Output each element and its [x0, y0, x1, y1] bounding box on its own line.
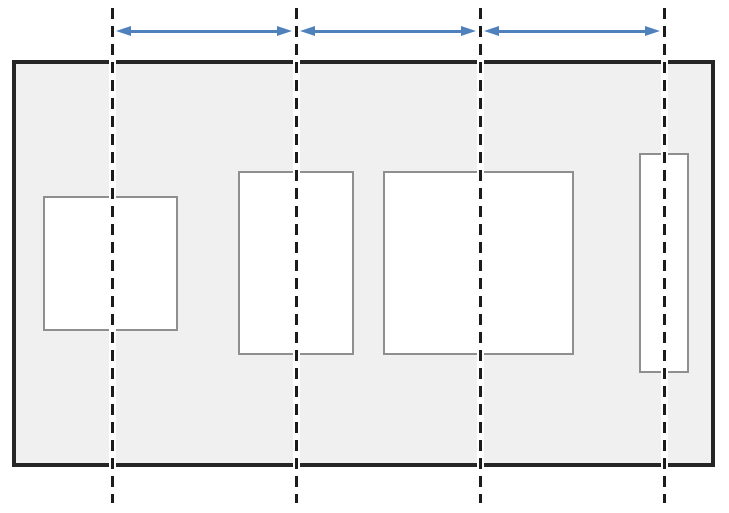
dashed-guide-line-2 — [292, 8, 300, 503]
dashed-guide-line-1 — [108, 8, 116, 503]
arrow-shaft — [129, 30, 279, 33]
dimension-arrow-3 — [484, 26, 660, 37]
dash-stroke — [110, 8, 114, 503]
dash-stroke — [294, 8, 298, 503]
arrow-left-head-icon — [484, 26, 499, 36]
arrow-left-head-icon — [300, 26, 315, 36]
arrow-shaft — [497, 30, 647, 33]
arrow-left-head-icon — [116, 26, 131, 36]
arrow-shaft — [313, 30, 463, 33]
dashed-guide-line-4 — [660, 8, 668, 503]
dash-stroke — [478, 8, 482, 503]
dash-stroke — [662, 8, 666, 503]
dimension-arrow-1 — [116, 26, 292, 37]
arrow-right-head-icon — [645, 26, 660, 36]
arrow-right-head-icon — [277, 26, 292, 36]
dashed-guide-line-3 — [476, 8, 484, 503]
dimension-arrow-2 — [300, 26, 476, 37]
arrow-right-head-icon — [461, 26, 476, 36]
